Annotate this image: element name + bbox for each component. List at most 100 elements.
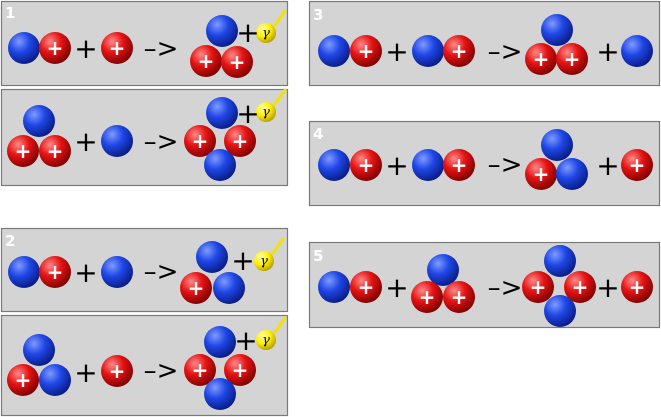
proton-sphere (411, 281, 443, 313)
proton-charge-label: + (564, 47, 581, 71)
proton-charge-label: + (232, 358, 249, 382)
neutron (8, 256, 40, 288)
neutron (541, 14, 573, 46)
proton-sphere (101, 355, 133, 387)
neutron-sphere (427, 254, 459, 286)
neutron-sphere (318, 35, 350, 67)
gamma-emission: γ (256, 316, 287, 350)
plus-sign: + (385, 35, 408, 68)
proton: + (350, 149, 382, 181)
neutron-sphere (541, 14, 573, 46)
neutron (544, 295, 576, 327)
reaction-number-3: 3 (313, 6, 323, 24)
proton-sphere (443, 35, 475, 67)
neutron (206, 15, 238, 47)
neutron (621, 35, 653, 67)
neutron-sphere (204, 149, 236, 181)
plus-sign: + (74, 256, 97, 289)
proton-charge-label: + (192, 358, 209, 382)
gamma-ray-streak (273, 9, 287, 27)
neutron (412, 35, 444, 67)
neutron (101, 256, 133, 288)
neutron-sphere (318, 149, 350, 181)
proton: + (101, 355, 133, 387)
plus-sign: + (234, 324, 257, 357)
proton-charge-label: + (15, 368, 32, 392)
reaction-number-4: 4 (313, 125, 323, 143)
proton: + (224, 125, 256, 157)
gamma-symbol: γ (262, 105, 270, 120)
proton-sphere (564, 271, 596, 303)
plus-sign: + (236, 16, 259, 49)
neutron (23, 105, 55, 137)
neutron-sphere (541, 129, 573, 161)
neutron-sphere (196, 241, 228, 273)
plus-sign: + (596, 35, 619, 68)
proton-charge-label: + (451, 153, 468, 177)
neutron-sphere (544, 295, 576, 327)
proton: + (184, 125, 216, 157)
plus-sign: + (231, 244, 254, 277)
proton-sphere (350, 149, 382, 181)
neutron-sphere (206, 15, 238, 47)
proton-sphere (190, 45, 222, 77)
gamma-symbol: γ (260, 254, 268, 269)
proton: + (443, 281, 475, 313)
proton: + (443, 35, 475, 67)
neutron-sphere (101, 256, 133, 288)
neutron (427, 254, 459, 286)
neutron-sphere (556, 158, 588, 190)
neutron-sphere (206, 97, 238, 129)
proton: + (221, 46, 253, 78)
proton: + (7, 364, 39, 396)
proton-sphere (443, 149, 475, 181)
proton-charge-label: + (229, 50, 246, 74)
gamma-photon (254, 251, 274, 271)
proton: + (621, 149, 653, 181)
reaction-arrow: –> (144, 34, 179, 64)
neutron-sphere (8, 256, 40, 288)
proton-sphere (525, 158, 557, 190)
neutron-sphere (412, 149, 444, 181)
neutron-sphere (412, 35, 444, 67)
neutron (204, 326, 236, 358)
neutron (23, 334, 55, 366)
neutron (556, 158, 588, 190)
proton-sphere (39, 256, 71, 288)
proton-sphere (39, 135, 71, 167)
gamma-ray-streak (273, 316, 287, 334)
reaction-arrow: –> (488, 150, 523, 180)
neutron (204, 378, 236, 410)
proton-charge-label: + (198, 49, 215, 73)
reaction-arrow: –> (488, 37, 523, 67)
proton: + (39, 256, 71, 288)
neutron-sphere (101, 125, 133, 157)
proton-sphere (224, 125, 256, 157)
neutron (8, 32, 40, 64)
proton-charge-label: + (530, 275, 547, 299)
plus-sign: + (236, 97, 259, 130)
neutron-sphere (213, 272, 245, 304)
proton-sphere (184, 125, 216, 157)
proton-sphere (621, 149, 653, 181)
proton: + (525, 158, 557, 190)
neutron-sphere (544, 245, 576, 277)
proton-charge-label: + (47, 260, 64, 284)
neutron (318, 149, 350, 181)
proton-charge-label: + (629, 275, 646, 299)
plus-sign: + (596, 271, 619, 304)
plus-sign: + (596, 149, 619, 182)
proton: + (350, 271, 382, 303)
reaction-arrow: –> (488, 273, 523, 303)
proton-charge-label: + (232, 129, 249, 153)
neutron (541, 129, 573, 161)
proton: + (39, 32, 71, 64)
gamma-photon (256, 102, 276, 122)
proton-sphere (443, 281, 475, 313)
gamma-emission: γ (254, 237, 285, 271)
proton-sphere (221, 46, 253, 78)
proton: + (224, 354, 256, 386)
proton-sphere (350, 35, 382, 67)
reaction-arrow: –> (144, 257, 179, 287)
